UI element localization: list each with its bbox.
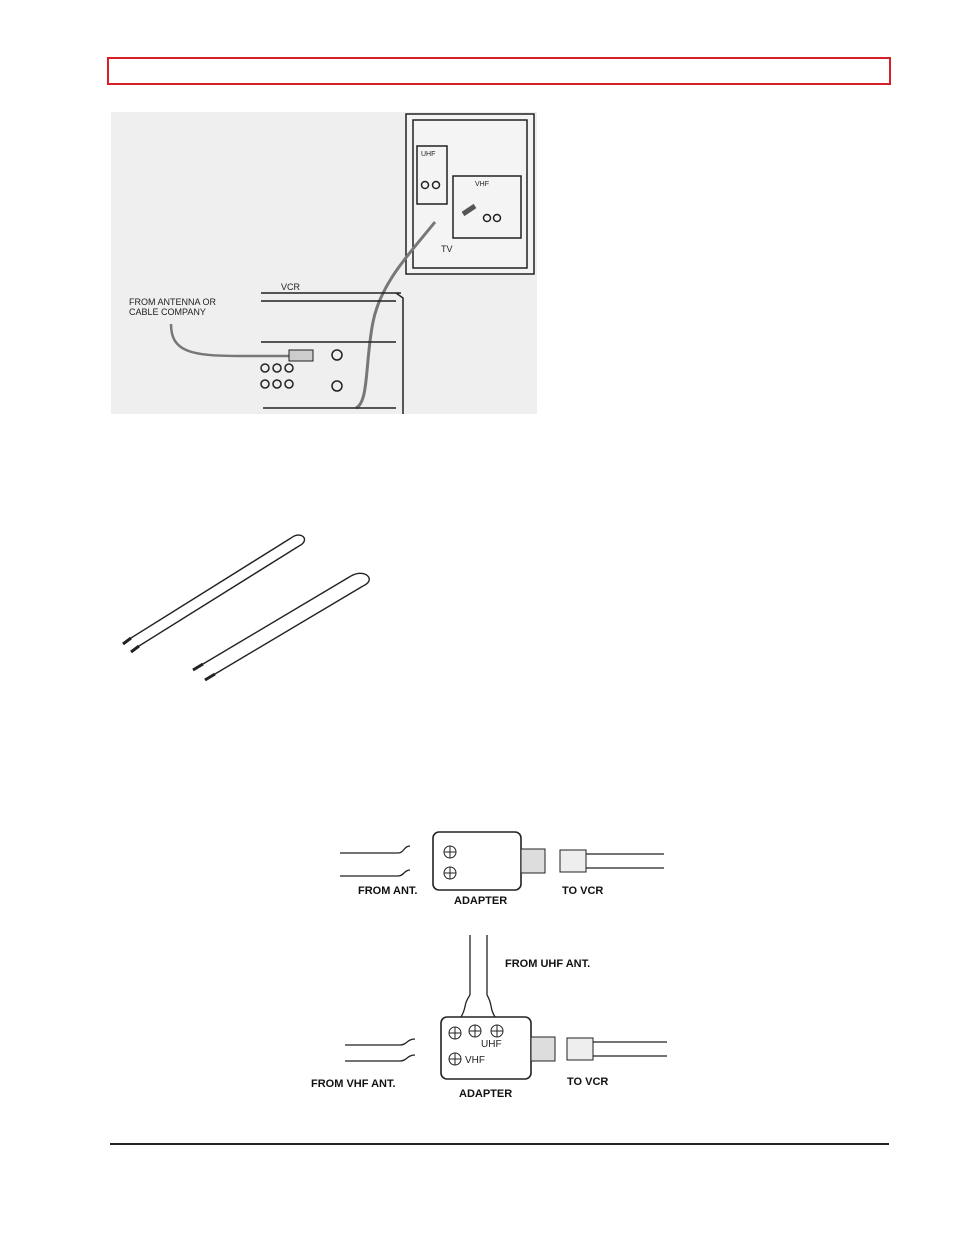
coax-connector <box>566 1037 594 1061</box>
tv-label: TV <box>441 244 453 254</box>
adapter-threaded-port <box>520 848 546 874</box>
antenna-cable <box>169 323 311 358</box>
vcr-body <box>260 292 404 414</box>
vcr-label: VCR <box>281 282 301 292</box>
antenna-label-line2: CABLE COMPANY <box>129 307 206 317</box>
from-uhf-ant-label: FROM UHF ANT. <box>505 958 590 970</box>
antenna-label-line1: FROM ANTENNA OR <box>129 297 217 307</box>
adapter-vhf-label: VHF <box>465 1055 485 1066</box>
vhf-plate-label: VHF <box>475 181 489 188</box>
coax-connector <box>559 849 587 873</box>
flat-wire-upper <box>130 534 306 647</box>
adapter-threaded-port <box>530 1036 556 1062</box>
from-ant-label: FROM ANT. <box>358 885 417 897</box>
flat-wire-upper-tips <box>122 636 140 654</box>
adapter-label: ADAPTER <box>459 1088 512 1100</box>
vhf-twin-lead <box>345 1038 416 1062</box>
tv-cable <box>355 221 437 410</box>
to-vcr-label: TO VCR <box>562 885 603 897</box>
wall-plate <box>405 113 535 275</box>
adapter-box <box>432 831 522 891</box>
twin-lead-input <box>340 845 411 877</box>
footer-rule <box>110 1143 889 1145</box>
adapter-uhf-label: UHF <box>481 1039 502 1050</box>
to-vcr-label: TO VCR <box>567 1076 608 1088</box>
twin-lead-wire-illustration <box>111 520 376 690</box>
uhf-vhf-adapter-diagram: FROM UHF ANT. UHF VHF FROM VHF ANT. ADAP… <box>305 935 670 1105</box>
vcr-tv-connection-diagram: UHF VHF TV VCR FROM ANTENNA OR CABLE COM… <box>111 112 537 414</box>
uhf-twin-lead <box>460 935 496 1018</box>
ant-adapter-diagram: FROM ANT. ADAPTER TO VCR <box>330 826 670 914</box>
uhf-plate-label: UHF <box>421 151 435 158</box>
from-vhf-ant-label: FROM VHF ANT. <box>311 1078 396 1090</box>
adapter-label: ADAPTER <box>454 895 507 907</box>
flat-wire-lower-tips <box>192 662 216 682</box>
flat-wire-lower <box>202 572 370 675</box>
header-box <box>107 57 891 85</box>
